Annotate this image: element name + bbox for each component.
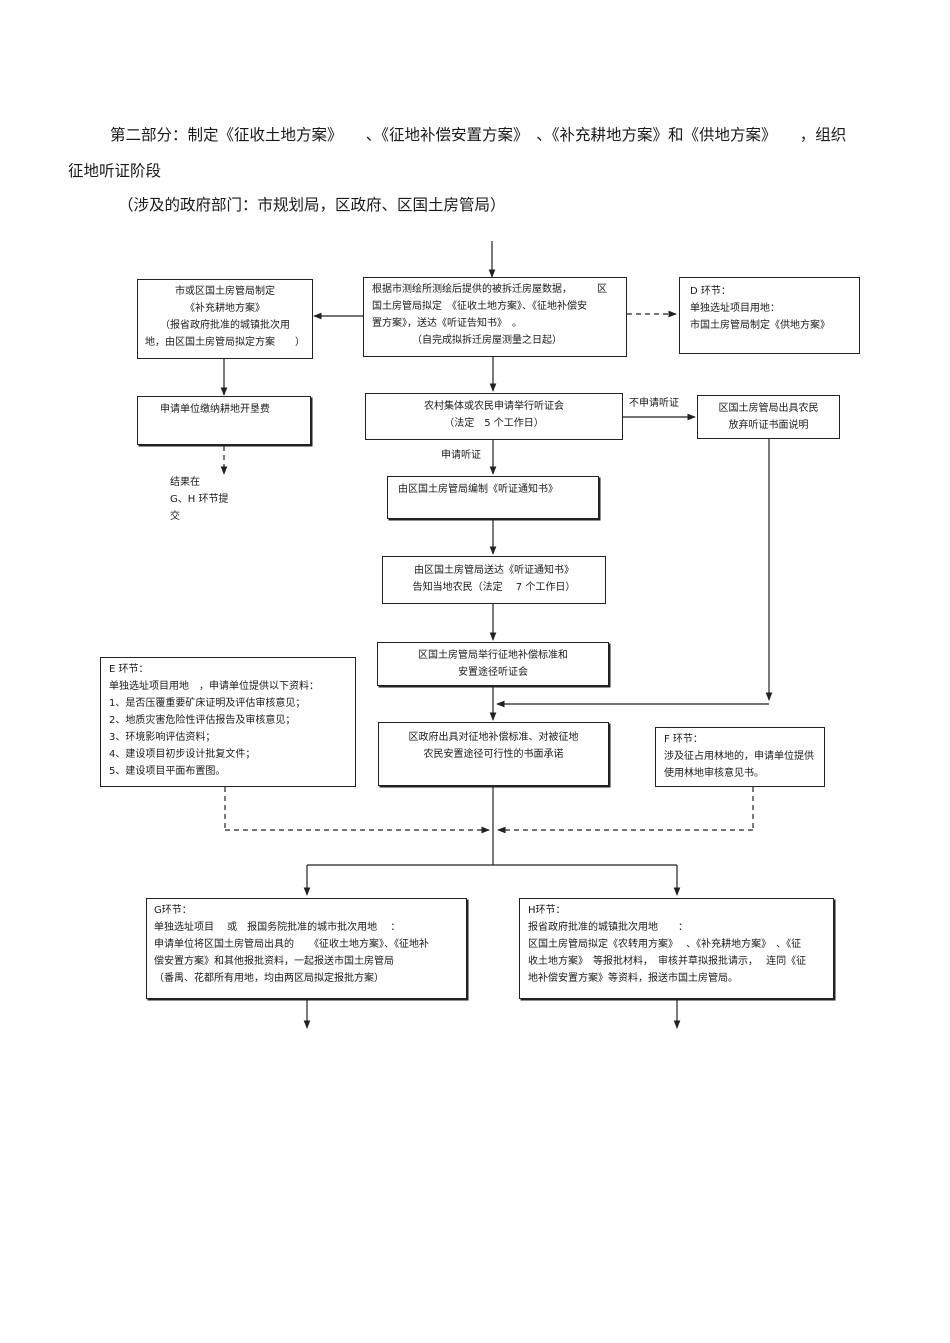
box-line: 《补充耕地方案》 [185,303,265,314]
box-line: 偿安置方案》和其他报批资料，一起报送市国土房管局 [154,956,394,967]
box-line: 3、环境影响评估资料； [109,732,216,743]
box-buchong-plan: 市或区国土房管局制定 《补充耕地方案》 （报省政府批准的城镇批次用 地，由区国土… [137,279,313,359]
label-no-hearing: 不申请听证 [629,398,679,409]
box-line: 申请单位缴纳耕地开垦费 [160,404,270,415]
box-e-stage: E 环节： 单独选址项目用地 ，申请单位提供以下资料： 1、是否压覆重要矿床证明… [100,657,356,787]
box-hold-hearing: 区国土房管局举行征地补偿标准和 安置途径听证会 [377,642,609,686]
box-h-stage: H环节： 报省政府批准的城镇批次用地 ： 区国土房管局拟定《农转用方案》 、《补… [519,898,834,999]
box-line: 根据市测绘所测绘后提供的被拆迁房屋数据， 区 [372,284,607,295]
box-line: 单独选址项目 或 报国务院批准的城市批次用地 ： [154,922,401,933]
box-line: 涉及征占用林地的，申请单位提供 [664,751,814,762]
box-line: 区国土房管局拟定《农转用方案》 、《补充耕地方案》 、《征 [528,939,802,950]
box-line: 告知当地农民（法定 7 个工作日） [412,582,576,593]
box-line: 区政府出具对征地补偿标准、对被征地 [408,732,579,743]
box-line: G环节： [154,905,192,916]
heading-line-3: （涉及的政府部门：市规划局，区政府、区国土房管局） [118,196,506,214]
box-line: H环节： [528,905,566,916]
box-line: 由区国土房管局送达《听证通知书》 [414,565,574,576]
heading-line-2: 征地听证阶段 [68,162,162,180]
box-line: 安置途径听证会 [458,667,528,678]
box-line: 市或区国土房管局制定 [175,286,275,297]
box-district-commitment: 区政府出具对征地补偿标准、对被征地 农民安置途径可行性的书面承诺 [378,722,609,786]
box-line: 农民安置途径可行性的书面承诺 [423,749,564,760]
box-waive-hearing: 区国土房管局出具农民 放弃听证书面说明 [697,395,840,439]
box-line: 1、是否压覆重要矿床证明及评估审核意见； [109,698,306,709]
box-f-stage: F 环节： 涉及征占用林地的，申请单位提供 使用林地审核意见书。 [655,727,825,787]
box-line: 农村集体或农民申请举行听证会 [424,401,564,412]
box-kaiken-fee: 申请单位缴纳耕地开垦费 [137,396,311,445]
box-deliver-notice: 由区国土房管局送达《听证通知书》 告知当地农民（法定 7 个工作日） [382,556,606,604]
box-line: 地补偿安置方案》等资料，报送市国土房管局。 [528,973,738,984]
box-line: 区国土房管局举行征地补偿标准和 [418,650,568,661]
box-line: 5、建设项目平面布置图。 [109,766,226,777]
box-line: 地，由区国土房管局拟定方案 ） [145,337,305,348]
box-compile-notice: 由区国土房管局编制《听证通知书》 [387,476,599,519]
label-line: G、H 环节提 [170,494,229,505]
box-d-stage: D 环节： 单独选址项目用地： 市国土房管局制定《供地方案》 [679,277,860,354]
box-line: 申请单位将区国土房管局出具的 《征收土地方案》、《征地补 [154,939,429,950]
box-line: 置方案》，送达《听证告知书》 。 [372,318,522,329]
box-line: F 环节： [664,734,703,745]
box-line: 单独选址项目用地 ，申请单位提供以下资料： [109,681,319,692]
label-result-submit: 结果在 G、H 环节提 交 [170,474,228,525]
box-line: （自完成拟拆迁房屋测量之日起） [412,335,562,346]
box-line: 国土房管局拟定 《征收土地方案》、《征地补偿安 [372,301,587,312]
box-survey-data: 根据市测绘所测绘后提供的被拆迁房屋数据， 区 国土房管局拟定 《征收土地方案》、… [363,277,627,357]
box-line: 市国土房管局制定《供地方案》 [690,320,830,331]
box-line: D 环节： [690,286,731,297]
box-line: 放弃听证书面说明 [728,420,809,431]
box-line: （法定 5 个工作日） [444,418,544,429]
label-apply-hearing: 申请听证 [441,450,481,461]
heading-line-1: 第二部分：制定《征收土地方案》 、《征地补偿安置方案》 、《补充耕地方案》和《供… [110,126,847,144]
box-line: （番禺、花都所有用地，均由两区局拟定报批方案） [154,973,384,984]
box-line: 单独选址项目用地： [690,303,780,314]
box-hearing-request: 农村集体或农民申请举行听证会 （法定 5 个工作日） [365,393,623,440]
box-line: 4、建设项目初步设计批复文件； [109,749,256,760]
box-g-stage: G环节： 单独选址项目 或 报国务院批准的城市批次用地 ： 申请单位将区国土房管… [146,898,467,999]
box-line: 报省政府批准的城镇批次用地 ： [528,922,688,933]
box-line: 区国土房管局出具农民 [718,403,819,414]
box-line: 由区国土房管局编制《听证通知书》 [398,484,558,495]
label-line: 交 [170,511,180,522]
box-line: 收土地方案》 等报批材料， 审核并草拟报批请示， 连同《征 [528,956,807,967]
box-line: 2、地质灾害危险性评估报告及审核意见； [109,715,296,726]
box-line: （报省政府批准的城镇批次用 [160,320,290,331]
label-line: 结果在 [170,477,200,488]
box-line: E 环节： [109,664,149,675]
box-line: 使用林地审核意见书。 [664,768,764,779]
